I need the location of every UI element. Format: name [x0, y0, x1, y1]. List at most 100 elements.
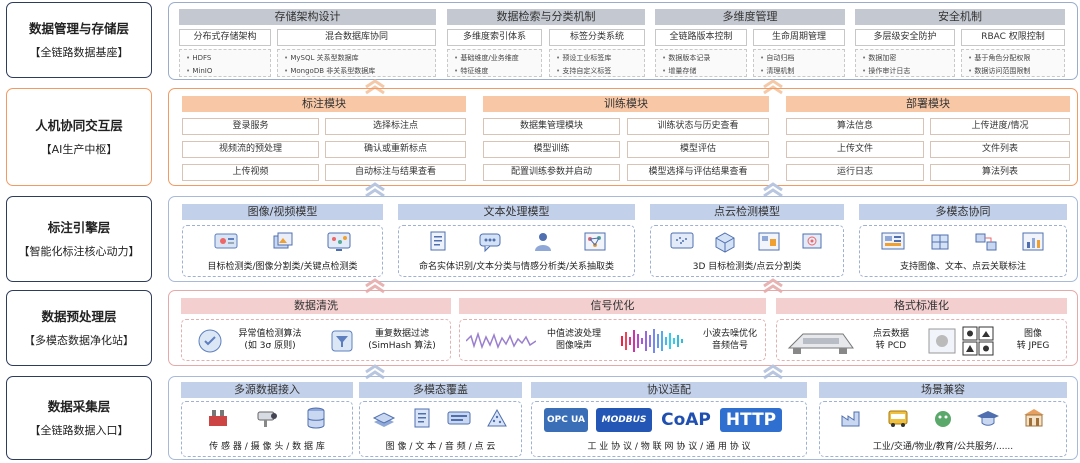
collection-panel: 多源数据接入 传 感 器 / 摄 像 头 / 数 据 库 多模态覆盖 图 像 /… — [168, 376, 1078, 460]
collection-section-title: 场景兼容 — [819, 382, 1067, 398]
up-arrow-icon — [763, 79, 783, 95]
video-screen-icon — [214, 233, 238, 249]
up-arrow-icon — [365, 79, 385, 95]
module-item: 训练状态与历史查看 — [627, 118, 769, 135]
module-item: 模型选择与评估结果查看 — [627, 164, 769, 181]
module-item: 算法信息 — [786, 118, 924, 135]
model-caption: 支持图像、文本、点云关联标注 — [899, 262, 1026, 272]
module-title: 训练模块 — [483, 96, 769, 112]
module-item: 配置训练参数并启动 — [483, 164, 620, 181]
bullet-item: 特征维度 — [454, 65, 535, 78]
coap-logo: CoAP — [661, 410, 711, 430]
bullet-item: MySQL 关系型数据库 — [284, 52, 429, 65]
preprocess-item: 异常值检测算法 (如 3σ 原则) — [228, 328, 312, 352]
item-line: 点云数据 — [872, 329, 909, 339]
module-item: 视频流的预处理 — [182, 141, 319, 158]
layer-subtitle: 【全链路数据入口】 — [29, 423, 129, 437]
collection-section-title: 多源数据接入 — [181, 382, 353, 398]
bullet-item: 基础维度/业务维度 — [454, 52, 535, 65]
public-building-icon — [1023, 409, 1044, 427]
bullet-item: 自动归档 — [760, 52, 838, 65]
storage-chip: 标签分类系统 — [549, 29, 645, 46]
data-cube-icon — [931, 234, 949, 250]
item-line: 中值滤波处理 — [546, 329, 601, 339]
traffic-bus-icon — [888, 410, 908, 427]
storage-bullets: 自动归档 清理机制 — [753, 49, 845, 77]
collection-section-title: 协议适配 — [531, 382, 807, 398]
module-item: 上传视频 — [182, 164, 319, 181]
collection-box: 传 感 器 / 摄 像 头 / 数 据 库 — [181, 401, 353, 457]
collection-box: OPC UA MODBUS CoAP HTTP 工 业 协 议 / 物 联 网 … — [531, 401, 807, 457]
preprocess-box: 异常值检测算法 (如 3σ 原则) 重复数据过滤 (SimHash 算法) — [181, 319, 451, 361]
bullet-item: 基于角色分配权限 — [968, 52, 1058, 65]
layer-title: 人机协同交互层 — [35, 117, 123, 133]
model-title: 多模态协同 — [859, 204, 1067, 220]
item-line: 转 JPEG — [1016, 341, 1050, 351]
preprocess-item: 中值滤波处理 图像噪声 — [538, 328, 610, 352]
item-line: 音频信号 — [711, 341, 748, 351]
database-icon — [307, 407, 325, 429]
item-line: 图像噪声 — [555, 341, 592, 351]
storage-chip: 混合数据库协同 — [277, 29, 436, 46]
model-box: 目标检测类/图像分割类/关键点检测类 — [182, 225, 383, 277]
storage-section-title: 安全机制 — [855, 9, 1065, 25]
bullet-item: MongoDB 非关系型数据库 — [284, 65, 429, 78]
item-line: (SimHash 算法) — [368, 341, 436, 351]
people-analysis-icon — [534, 233, 551, 251]
module-item: 算法列表 — [930, 164, 1070, 181]
lidar-icon — [802, 233, 822, 249]
preprocess-item: 小波去噪优化 音频信号 — [696, 328, 764, 352]
model-caption: 目标检测类/图像分割类/关键点检测类 — [207, 262, 358, 272]
point-cloud-device-icon — [787, 333, 854, 354]
layer-label-storage: 数据管理与存储层 【全链路数据基座】 — [6, 2, 152, 78]
bullet-item: 支持自定义标签 — [556, 65, 638, 78]
model-title: 图像/视频模型 — [182, 204, 383, 220]
bullet-item: HDFS — [186, 52, 264, 65]
collection-caption: 工业/交通/物业/教育/公共服务/...... — [872, 442, 1014, 452]
module-item: 上传进度/情况 — [930, 118, 1070, 135]
layer-label-engine: 标注引擎层 【智能化标注核心动力】 — [6, 196, 152, 282]
camera-icon — [257, 411, 277, 427]
point-cloud-screen-icon — [670, 232, 694, 249]
up-arrow-icon — [365, 182, 385, 198]
http-logo: HTTP — [720, 408, 782, 432]
layer-subtitle: 【智能化标注核心动力】 — [18, 244, 140, 258]
item-line: 异常值检测算法 — [238, 329, 302, 339]
model-title: 文本处理模型 — [398, 204, 635, 220]
layer-subtitle: 【AI生产中枢】 — [40, 142, 118, 156]
module-item: 自动标注与结果查看 — [325, 164, 466, 181]
module-item: 模型评估 — [627, 141, 769, 158]
audio-waveform-icon — [621, 329, 683, 353]
bullet-item: MinIO — [186, 65, 264, 78]
model-box: 支持图像、文本、点云关联标注 — [859, 225, 1067, 277]
chart-panel-icon — [1022, 232, 1044, 251]
layer-subtitle: 【多模态数据净化站】 — [24, 333, 134, 347]
collection-caption: 传 感 器 / 摄 像 头 / 数 据 库 — [209, 442, 325, 452]
preprocess-item: 点云数据 转 PCD — [861, 328, 921, 352]
storage-bullets: MySQL 关系型数据库 MongoDB 非关系型数据库 — [277, 49, 436, 77]
bullet-item: 数据加密 — [862, 52, 948, 65]
storage-chip: RBAC 权限控制 — [961, 29, 1065, 46]
bullet-item: 操作审计日志 — [862, 65, 948, 78]
collection-caption: 工 业 协 议 / 物 联 网 协 议 / 通 用 协 议 — [587, 442, 751, 452]
opc-ua-logo: OPC UA — [544, 408, 588, 432]
bullet-item: 增量存储 — [662, 65, 740, 78]
noise-waveform-icon — [466, 332, 536, 350]
storage-bullets: 数据版本记录 增量存储 — [655, 49, 747, 77]
model-box: 命名实体识别/文本分类与情感分析类/关系抽取类 — [398, 225, 635, 277]
anomaly-detect-icon — [198, 329, 222, 353]
layer-title: 数据管理与存储层 — [28, 20, 129, 36]
storage-bullets: 基于角色分配权限 数据访问范围限制 — [961, 49, 1065, 77]
preprocess-item: 图像 转 JPEG — [1005, 328, 1061, 352]
document-icon — [430, 231, 446, 251]
storage-chip: 生命周期管理 — [753, 29, 845, 46]
storage-section-title: 多维度管理 — [655, 9, 845, 25]
storage-section-title: 数据检索与分类机制 — [447, 9, 645, 25]
storage-chip: 多层级安全防护 — [855, 29, 955, 46]
storage-chip: 全链路版本控制 — [655, 29, 747, 46]
dedupe-filter-icon — [331, 330, 353, 352]
segmentation-icon — [758, 232, 780, 251]
layer-label-interaction: 人机协同交互层 【AI生产中枢】 — [6, 88, 152, 186]
bullet-item: 预设工业标签库 — [556, 52, 638, 65]
module-item: 选择标注点 — [325, 118, 466, 135]
